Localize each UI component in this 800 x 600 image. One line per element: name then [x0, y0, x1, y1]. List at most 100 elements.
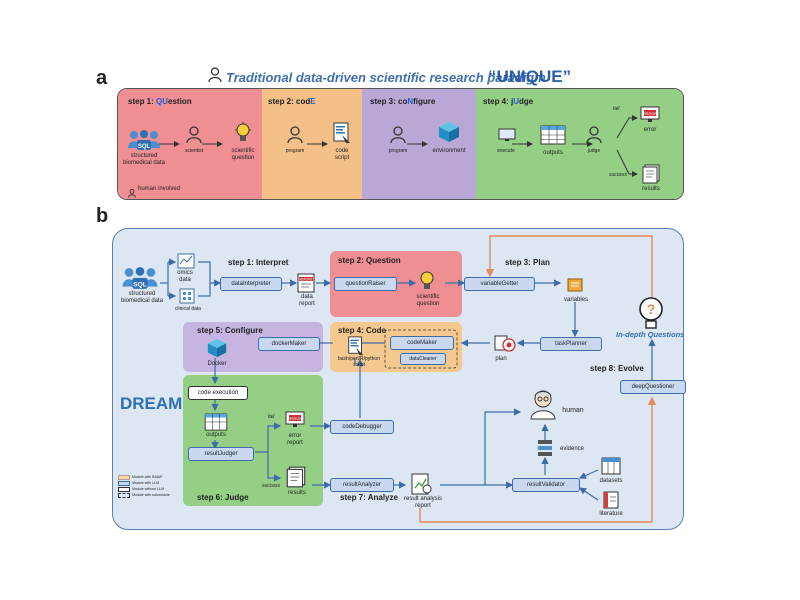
evidence-icon	[536, 438, 556, 463]
variable-getter-module: variableGetter	[464, 277, 535, 291]
report-icon: REPORT	[296, 273, 316, 298]
human-involved-icon	[128, 185, 136, 203]
results-label-b: results	[288, 490, 306, 496]
question-bulb-icon: ?	[636, 296, 666, 335]
execute-label: execute	[497, 148, 515, 154]
variables-icon	[566, 276, 584, 299]
script-icon	[333, 122, 351, 149]
outputs-label: outputs	[543, 150, 563, 156]
plan-label: plan	[495, 356, 507, 362]
error-monitor-icon: ERROR	[640, 106, 660, 129]
outputs-table-icon	[204, 413, 228, 436]
legend-item-llm: Module with LLM	[118, 480, 170, 486]
judge-icon	[586, 126, 602, 149]
step-2-question-title: step 2: Question	[338, 256, 401, 265]
panel-a-arrows	[159, 115, 638, 177]
legend-item-bmap: Module with BMAP	[118, 474, 170, 480]
step-3-plan-title: step 3: Plan	[505, 258, 550, 267]
success-label: success	[609, 172, 628, 178]
outputs-label-b: outputs	[206, 432, 226, 438]
svg-text:?: ?	[647, 301, 656, 317]
error-label: error	[643, 127, 657, 133]
plan-target-icon	[494, 333, 516, 358]
cube-icon	[437, 120, 461, 149]
in-depth-questions-label: In-depth Questions	[616, 330, 685, 339]
step-1-interpret-title: step 1: Interpret	[228, 258, 289, 267]
fail-label-b: fail	[268, 414, 275, 420]
literature-label: literature	[599, 511, 623, 517]
dream-title: DREAM	[120, 394, 183, 413]
panel-a-label: a	[96, 67, 108, 89]
step-2-title: step 2: codE	[268, 97, 316, 106]
panel-a-title: Traditional data-driven scientific resea…	[226, 70, 546, 85]
result-analyzer-module: resultAnalyzer	[330, 478, 394, 492]
deep-questioner-module: deepQuestioner	[620, 380, 686, 394]
judge-label: judge	[587, 148, 601, 154]
human-icon	[208, 67, 222, 88]
step-1-title: step 1: QUestion	[128, 97, 192, 106]
svg-text:REPORT: REPORT	[299, 277, 312, 281]
panel-b-label: b	[96, 205, 109, 227]
table-icon	[540, 125, 566, 150]
svg-text:SQL: SQL	[138, 144, 151, 150]
code-execution-module: code execution	[188, 386, 248, 400]
clinical-icon	[178, 287, 196, 310]
result-judger-module: resultJudger	[188, 447, 254, 461]
panel-a-frame: step 1: QUestion step 2: codE step 3: co…	[117, 88, 684, 200]
legend-item-no-llm: Module without LLM	[118, 486, 170, 492]
results-label: results	[642, 186, 660, 192]
data-interpreter-module: dataInterpreter	[220, 277, 282, 291]
programmer-icon-2	[390, 126, 406, 149]
result-validator-module: resultValidator	[512, 478, 580, 492]
lightbulb-icon-b	[418, 270, 436, 297]
literature-icon	[602, 490, 620, 515]
svg-text:SQL: SQL	[133, 282, 146, 289]
code-script-icon-b	[347, 336, 365, 361]
unique-title: “UNIQUE”	[488, 67, 572, 86]
step-4-code-title: step 4: Code	[338, 326, 387, 335]
legend-item-submodule: Module with submodule	[118, 492, 170, 498]
datasets-icon	[600, 456, 622, 481]
step-4-title: step 4: jUdge	[483, 97, 534, 106]
step-7-analyze-title: step 7: Analyze	[340, 493, 398, 502]
code-maker-module: codeMaker	[390, 336, 454, 350]
people-data-icon-b: SQL	[122, 267, 158, 296]
lightbulb-icon	[234, 122, 252, 149]
docker-cube-icon	[206, 337, 228, 364]
program-label-1: program	[285, 148, 305, 154]
variables-label: variables	[563, 297, 588, 303]
human-involved-label: human involved	[138, 186, 181, 192]
data-cleaner-submodule: dataCleaner	[400, 353, 446, 365]
svg-text:ERROR: ERROR	[643, 111, 658, 116]
fail-label: fail	[613, 106, 620, 112]
step-8-evolve-title: step 8: Evolve	[590, 364, 644, 373]
human-label: human	[562, 407, 584, 414]
step-5-configure-title: step 5: Configure	[197, 326, 263, 335]
datasets-label: datasets	[599, 478, 623, 484]
step-3-title: step 3: coNfigure	[370, 97, 436, 106]
error-monitor-icon-b: ERROR	[284, 411, 306, 434]
programmer-icon	[287, 126, 303, 149]
results-icon	[640, 164, 662, 189]
task-planner-module: taskPlanner	[540, 337, 602, 351]
success-label-b: success	[262, 483, 281, 489]
svg-text:ERROR: ERROR	[288, 416, 303, 421]
human-scientist-icon	[527, 388, 559, 425]
question-raiser-module: questionRaiser	[334, 277, 397, 291]
clinical-data-label: clinical data	[174, 306, 202, 312]
analysis-report-icon	[408, 472, 434, 501]
monitor-icon	[498, 128, 516, 147]
omics-icon	[176, 252, 196, 275]
environment-label: environment	[432, 148, 466, 154]
people-data-icon: SQL	[128, 130, 160, 157]
docker-label: Docker	[207, 361, 227, 367]
results-icon-b	[284, 466, 308, 493]
program-label-2: program	[388, 148, 408, 154]
